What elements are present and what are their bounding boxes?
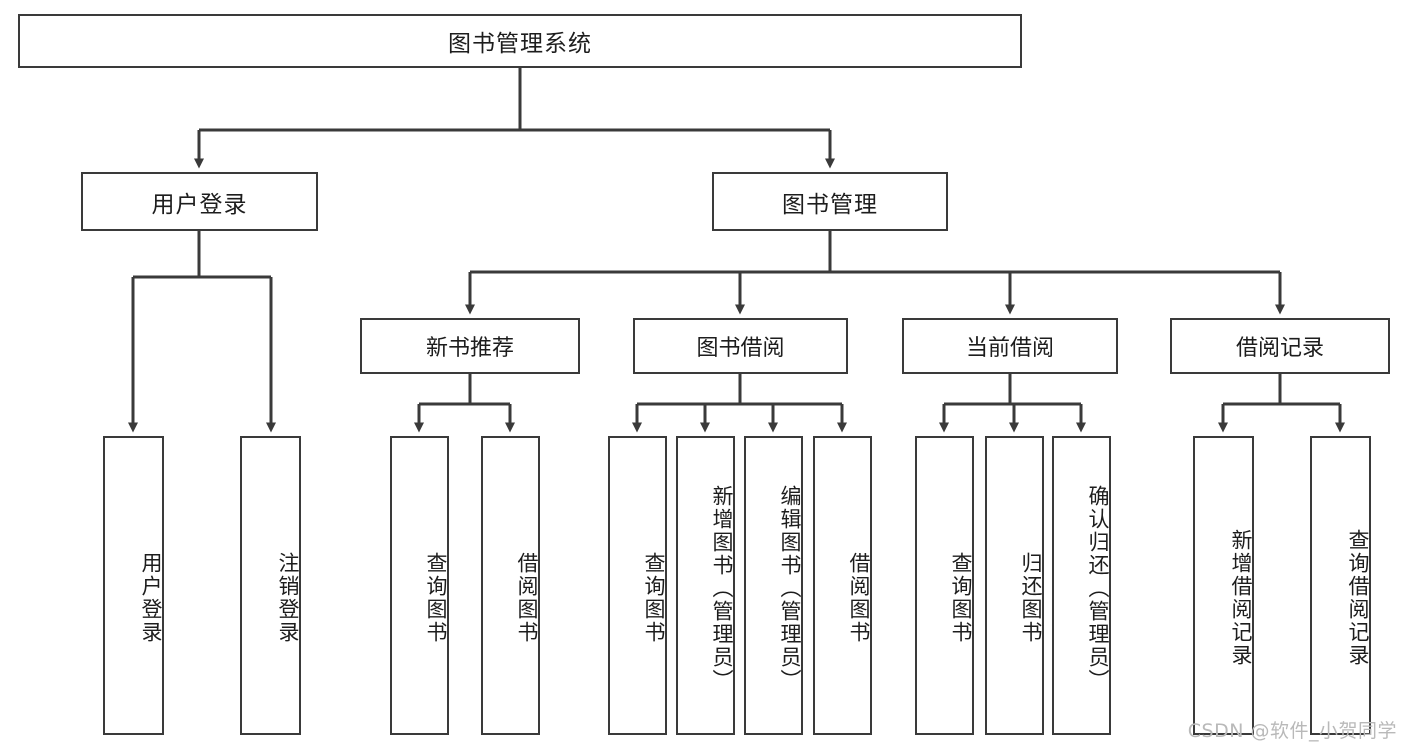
- leaf-confirm-return-admin-label: 确认归还（管理员）: [1086, 485, 1110, 692]
- leaf-query-book-recommend[interactable]: 查询图书: [390, 436, 449, 735]
- leaf-query-borrow-record-label: 查询借阅记录: [1346, 528, 1370, 667]
- node-current-borrow[interactable]: 当前借阅: [902, 318, 1118, 374]
- node-book-management[interactable]: 图书管理: [712, 172, 948, 231]
- node-new-book-recommend[interactable]: 新书推荐: [360, 318, 580, 374]
- leaf-borrow-book-recommend[interactable]: 借阅图书: [481, 436, 540, 735]
- leaf-add-book-admin[interactable]: 新增图书（管理员）: [676, 436, 735, 735]
- leaf-user-login[interactable]: 用户登录: [103, 436, 164, 735]
- edge-group-borrow: [632, 374, 847, 433]
- node-book-management-label: 图书管理: [782, 191, 878, 218]
- leaf-confirm-return-admin[interactable]: 确认归还（管理员）: [1052, 436, 1111, 735]
- watermark-text: CSDN @软件_小贺同学: [1187, 720, 1397, 742]
- edge-group-root: [194, 68, 835, 169]
- leaf-logout-label: 注销登录: [276, 551, 300, 644]
- node-root[interactable]: 图书管理系统: [18, 14, 1022, 68]
- leaf-return-book-label: 归还图书: [1019, 551, 1043, 644]
- node-book-borrow[interactable]: 图书借阅: [633, 318, 848, 374]
- leaf-query-book-borrow[interactable]: 查询图书: [608, 436, 667, 735]
- leaf-borrow-book-label: 借阅图书: [847, 551, 871, 644]
- leaf-return-book[interactable]: 归还图书: [985, 436, 1044, 735]
- leaf-query-borrow-record[interactable]: 查询借阅记录: [1310, 436, 1371, 735]
- node-borrow-records-label: 借阅记录: [1235, 336, 1324, 361]
- node-book-borrow-label: 图书借阅: [696, 336, 785, 361]
- leaf-query-book-borrow-label: 查询图书: [642, 551, 666, 644]
- leaf-query-book-recommend-label: 查询图书: [424, 551, 448, 644]
- leaf-edit-book-admin-label: 编辑图书（管理员）: [778, 485, 802, 692]
- edge-group-new-books: [414, 374, 515, 433]
- edge-group-user-login: [128, 231, 276, 433]
- leaf-borrow-book[interactable]: 借阅图书: [813, 436, 872, 735]
- leaf-logout[interactable]: 注销登录: [240, 436, 301, 735]
- leaf-add-book-admin-label: 新增图书（管理员）: [710, 485, 734, 692]
- node-borrow-records[interactable]: 借阅记录: [1170, 318, 1390, 374]
- node-current-borrow-label: 当前借阅: [965, 336, 1054, 361]
- edge-group-book-mgmt: [465, 231, 1285, 315]
- edge-group-current: [939, 374, 1086, 433]
- leaf-query-book-current[interactable]: 查询图书: [915, 436, 974, 735]
- leaf-edit-book-admin[interactable]: 编辑图书（管理员）: [744, 436, 803, 735]
- node-new-book-recommend-label: 新书推荐: [425, 336, 514, 361]
- leaf-borrow-book-recommend-label: 借阅图书: [515, 551, 539, 644]
- leaf-add-borrow-record[interactable]: 新增借阅记录: [1193, 436, 1254, 735]
- node-user-login-label: 用户登录: [151, 191, 248, 218]
- node-root-label: 图书管理系统: [448, 31, 592, 57]
- leaf-query-book-current-label: 查询图书: [949, 551, 973, 644]
- leaf-add-borrow-record-label: 新增借阅记录: [1229, 528, 1253, 667]
- node-user-login[interactable]: 用户登录: [81, 172, 318, 231]
- leaf-user-login-label: 用户登录: [139, 551, 163, 644]
- edge-group-records: [1218, 374, 1345, 433]
